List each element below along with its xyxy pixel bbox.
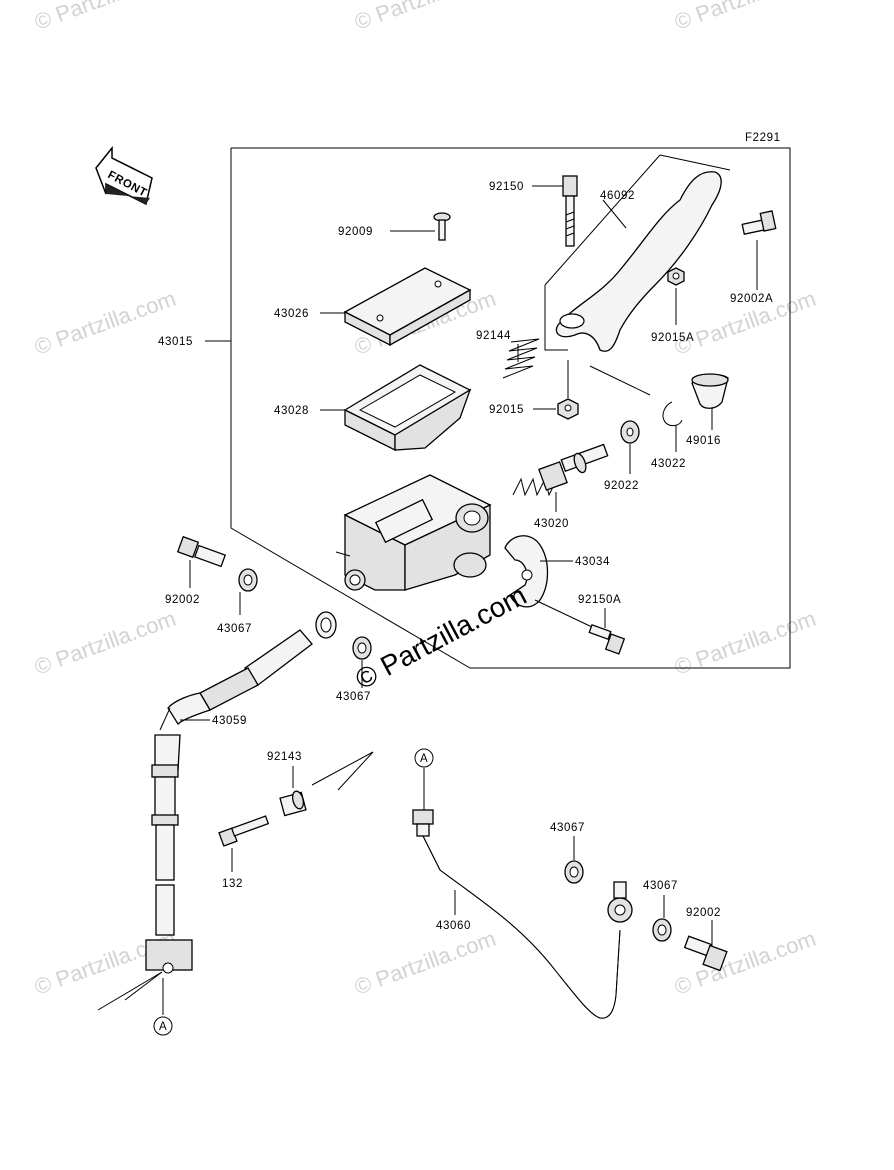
washer-92022 [620, 420, 640, 444]
nut-92015A [667, 267, 685, 286]
label-43020: 43020 [534, 518, 569, 530]
ref-marker-a-bottom-label: A [159, 1021, 167, 1033]
hose-43059 [145, 611, 337, 974]
watermark-center: © Partzilla.com [350, 579, 531, 695]
label-43022: 43022 [651, 458, 686, 470]
label-92015A: 92015A [651, 332, 694, 344]
washer-43067-c [564, 860, 584, 884]
label-43026: 43026 [274, 308, 309, 320]
label-92150A: 92150A [578, 594, 621, 606]
bolt-92002A [741, 210, 777, 235]
label-92002-bottom: 92002 [686, 907, 721, 919]
label-92143: 92143 [267, 751, 302, 763]
ref-marker-a-bottom [153, 1016, 173, 1036]
front-arrow-icon: FRONT [95, 145, 153, 206]
circlip-43022 [662, 401, 683, 427]
boot-49016 [691, 373, 729, 409]
bolt-92002-top [176, 535, 227, 568]
label-43067-c: 43067 [550, 822, 585, 834]
svg-text:© Partzilla.com: © Partzilla.com [31, 0, 179, 35]
svg-text:© Partzilla.com: © Partzilla.com [31, 606, 179, 680]
diaphragm-43028 [343, 364, 472, 452]
collar-92143 [279, 790, 307, 817]
label-92002-top: 92002 [165, 594, 200, 606]
label-49016: 49016 [686, 435, 721, 447]
ref-marker-a-top [414, 748, 434, 768]
svg-text:© Partzilla.com: © Partzilla.com [671, 0, 819, 35]
label-43028: 43028 [274, 405, 309, 417]
label-92144: 92144 [476, 330, 511, 342]
label-92009: 92009 [338, 226, 373, 238]
label-43060: 43060 [436, 920, 471, 932]
label-92022: 92022 [604, 480, 639, 492]
svg-text:© Partzilla.com: © Partzilla.com [351, 0, 499, 35]
bolt-92002-bottom [683, 935, 728, 972]
screw-92009 [433, 212, 451, 241]
clamp-43034 [504, 535, 549, 608]
label-43067-b: 43067 [336, 691, 371, 703]
ref-marker-a-top-label: A [420, 753, 428, 765]
svg-text:© Partzilla.com: © Partzilla.com [351, 926, 499, 1000]
piston-kit-43020 [512, 443, 609, 497]
cap-43026 [343, 267, 472, 347]
label-43015: 43015 [158, 336, 193, 348]
nut-92015 [557, 398, 579, 420]
washer-43067-d [652, 918, 672, 942]
spring-92144 [502, 338, 540, 379]
figure-code: F2291 [745, 132, 781, 144]
bolt-132 [218, 815, 270, 847]
svg-text:© Partzilla.com: © Partzilla.com [671, 926, 819, 1000]
label-92002A: 92002A [730, 293, 773, 305]
lever-46092 [555, 171, 722, 352]
bolt-92150A [588, 623, 626, 655]
label-43067-d: 43067 [643, 880, 678, 892]
bolt-92150 [562, 175, 578, 247]
svg-text:© Partzilla.com: © Partzilla.com [31, 286, 179, 360]
washer-43067-b [352, 636, 372, 660]
label-43059: 43059 [212, 715, 247, 727]
label-43034: 43034 [575, 556, 610, 568]
label-43067-a: 43067 [217, 623, 252, 635]
label-132: 132 [222, 878, 243, 890]
washer-43067-a [238, 568, 258, 592]
svg-text:© Partzilla.com: © Partzilla.com [671, 606, 819, 680]
label-46092: 46092 [600, 190, 635, 202]
label-92015: 92015 [489, 404, 524, 416]
master-cylinder-body [335, 474, 492, 591]
label-92150: 92150 [489, 181, 524, 193]
pipe-43060 [412, 748, 633, 1019]
assembly-outline [230, 147, 791, 669]
